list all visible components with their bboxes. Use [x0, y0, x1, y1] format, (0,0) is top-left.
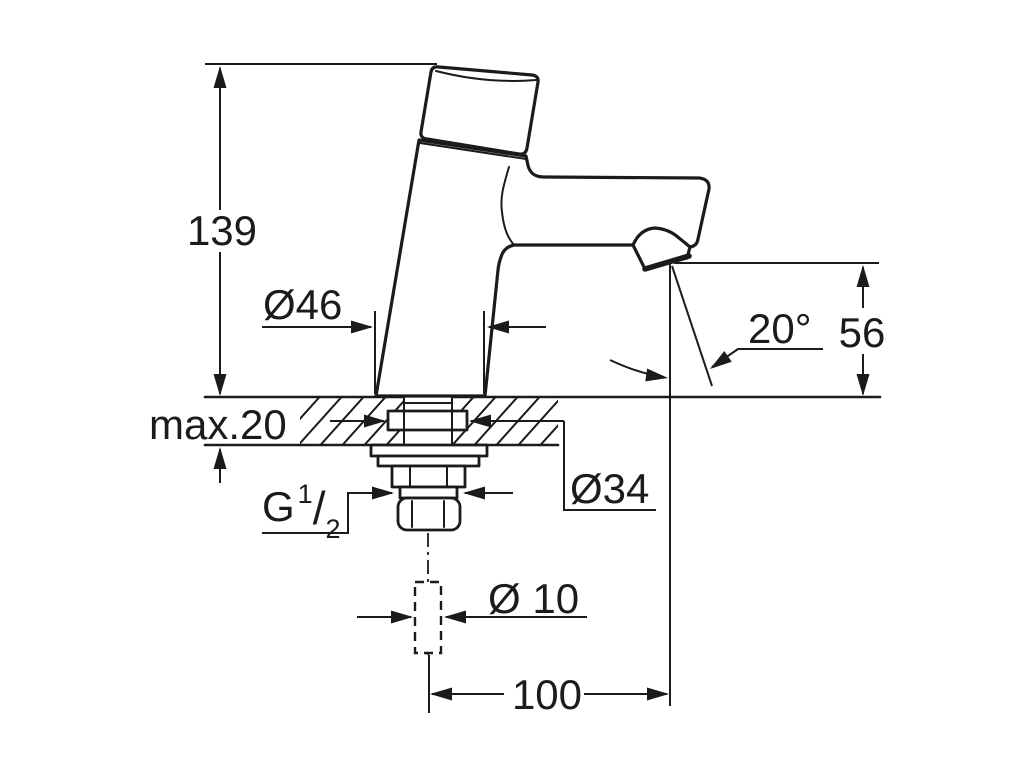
dimension-total-height: 139 [187, 63, 437, 396]
faucet-body-and-spout [374, 138, 711, 398]
label-spout-reach: 100 [512, 671, 582, 718]
dimension-supply-diameter: Ø 10 [357, 575, 587, 624]
connector-nut [396, 496, 462, 532]
label-total-height: 139 [187, 207, 257, 254]
label-outlet-height: 56 [839, 309, 886, 356]
washer-step [376, 454, 481, 468]
base-flange [369, 443, 489, 458]
dimension-base-diameter: Ø46 [262, 281, 546, 394]
shank-assembly [386, 396, 469, 446]
mounting-nut [390, 464, 467, 489]
supply-hose-dashed [413, 580, 443, 655]
body-spout-crease [500, 166, 515, 246]
dimension-spout-angle: 20° [609, 265, 823, 387]
aerator-face [642, 253, 692, 272]
knob-top-rim [435, 70, 537, 82]
dimension-deck-thickness: max.20 [149, 401, 287, 483]
supply-line [413, 533, 443, 660]
aerator-outline [631, 226, 692, 249]
label-shank-diameter: Ø34 [570, 465, 649, 512]
dimension-shank-diameter: Ø34 [330, 414, 656, 512]
aerator [631, 226, 692, 272]
knob-base-line [419, 142, 527, 160]
thread-neck [398, 485, 459, 500]
shank-collar [386, 409, 469, 432]
label-supply-diameter: Ø 10 [488, 575, 579, 622]
faucet [374, 65, 711, 398]
dimension-spout-reach: 100 [428, 264, 671, 718]
handle-knob [419, 65, 540, 160]
dimension-outlet-height: 56 [674, 262, 886, 396]
label-spout-angle: 20° [748, 305, 812, 352]
under-deck-assembly [369, 443, 489, 532]
label-base-diameter: Ø46 [263, 281, 342, 328]
label-deck-thickness: max.20 [149, 401, 287, 448]
